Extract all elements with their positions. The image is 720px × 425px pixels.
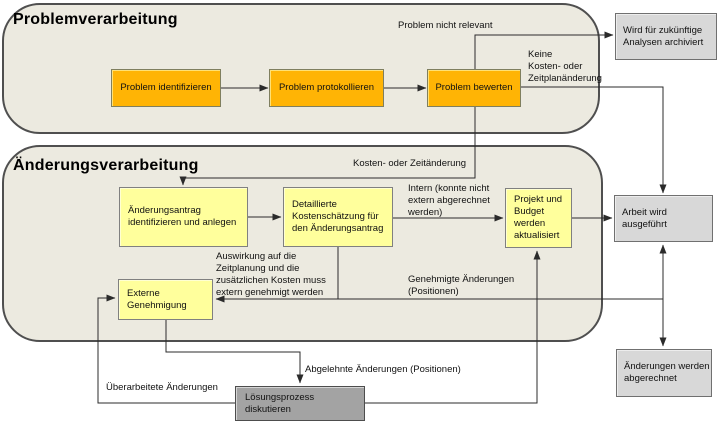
node-update-project-budget: Projekt und Budget werden aktualisiert xyxy=(505,188,572,248)
node-detailed-cost-estimate: Detaillierte Kostenschätzung für den Änd… xyxy=(283,187,393,247)
label-problem-not-relevant: Problem nicht relevant xyxy=(398,20,493,31)
problem-processing-container xyxy=(2,3,600,134)
label-cost-or-time-change: Kosten- oder Zeitänderung xyxy=(353,158,467,169)
edge-revised-to-approval xyxy=(97,294,235,404)
node-external-approval: Externe Genehmigung xyxy=(118,279,213,320)
node-archive-future-analysis: Wird für zukünftige Analysen archiviert xyxy=(615,13,717,60)
node-evaluate-problem: Problem bewerten xyxy=(427,69,521,107)
edge-cost-change-to-request xyxy=(179,106,476,186)
problem-processing-title: Problemverarbeitung xyxy=(13,11,178,28)
label-approved-changes: Genehmigte Änderungen (Positionen) xyxy=(408,274,515,297)
edge-discussion-to-budget xyxy=(365,250,541,404)
label-revised-changes: Überarbeitete Änderungen xyxy=(106,382,218,393)
edge-rejected-to-discussion xyxy=(165,320,304,384)
node-changes-billed: Änderungen werden abgerechnet xyxy=(616,349,712,397)
label-impact-needs-external-approval: Auswirkung auf die Zeitplanung und die z… xyxy=(216,251,326,298)
edge-not-relevant-to-archive xyxy=(474,31,614,69)
edge-estimate-to-approval xyxy=(215,247,339,303)
node-identify-problem: Problem identifizieren xyxy=(111,69,221,107)
node-create-change-request: Änderungsantrag identifizieren und anleg… xyxy=(119,187,248,247)
node-log-problem: Problem protokollieren xyxy=(269,69,384,107)
node-work-executed: Arbeit wird ausgeführt xyxy=(614,195,713,242)
change-processing-title: Änderungsverarbeitung xyxy=(13,157,199,174)
node-discuss-solution: Lösungsprozess diskutieren xyxy=(235,386,365,421)
label-internal-not-billed-externally: Intern (konnte nicht extern abgerechnet … xyxy=(408,183,490,218)
label-no-cost-or-schedule-change: Keine Kosten- oder Zeitplanänderung xyxy=(528,49,602,84)
label-rejected-changes: Abgelehnte Änderungen (Positionen) xyxy=(305,364,461,375)
edge-no-change-to-work xyxy=(521,86,667,194)
